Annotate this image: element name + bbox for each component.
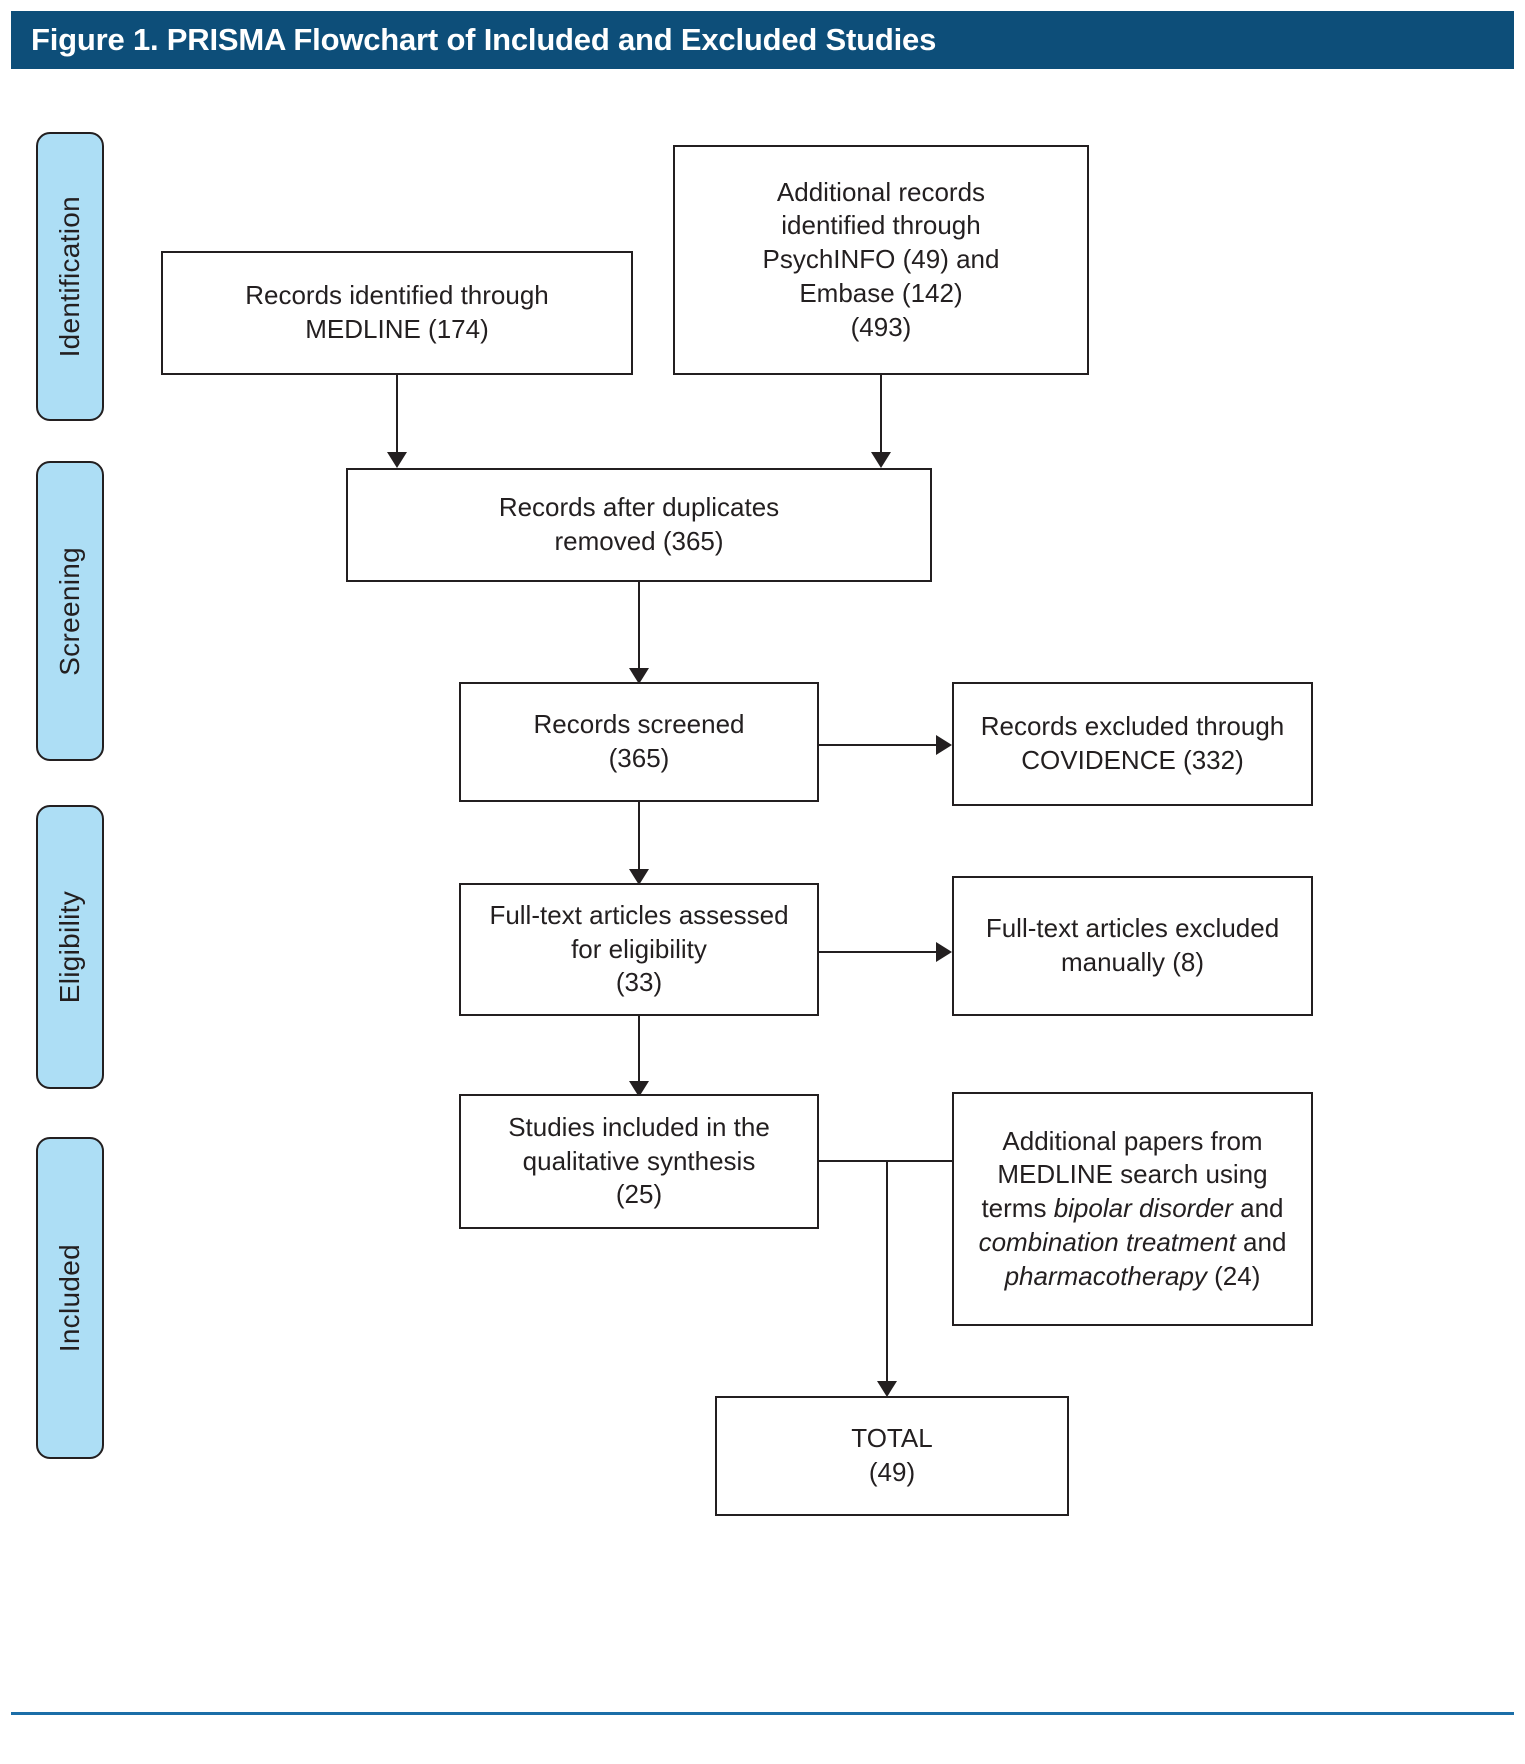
node-additional-records-text: Additional records identified through Ps… [753,176,1010,345]
total-line2: (49) [868,1457,916,1487]
node-fulltext-assessed-text: Full-text articles assessed for eligibil… [479,899,798,1000]
arrowhead-medline-to-duplicates [387,452,407,468]
additional-papers-line1: Additional papers from [1002,1125,1263,1156]
additional-records-line4: Embase (142) [799,277,963,308]
node-records-medline-text: Records identified through MEDLINE (174) [235,279,559,347]
stage-box-screening: Screening [36,461,104,761]
stage-label-identification: Identification [54,195,85,358]
node-records-medline: Records identified through MEDLINE (174) [161,251,633,375]
stage-box-identification: Identification [36,132,104,421]
studies-included-line3: (25) [615,1179,663,1210]
connector-additional-to-duplicates [880,375,882,458]
node-records-excluded: Records excluded through COVIDENCE (332) [952,682,1313,806]
node-total-text: TOTAL (49) [841,1422,942,1490]
total-line1: TOTAL [851,1423,933,1454]
footer-divider [11,1712,1514,1715]
node-studies-included-text: Studies included in the qualitative synt… [498,1111,780,1212]
additional-papers-line3-prefix: terms [981,1193,1054,1224]
additional-papers-line5-suffix: (24) [1206,1260,1261,1291]
node-additional-papers-text: Additional papers from MEDLINE search us… [969,1125,1297,1294]
fulltext-assessed-line3: (33) [615,967,663,998]
node-total: TOTAL (49) [715,1396,1069,1516]
stage-label-eligibility: Eligibility [54,890,85,1004]
stage-box-included: Included [36,1137,104,1459]
node-records-excluded-text: Records excluded through COVIDENCE (332) [971,710,1295,778]
connector-duplicates-to-screened [638,582,640,674]
connector-medline-to-duplicates [396,375,398,458]
stage-label-included: Included [54,1243,85,1353]
arrowhead-fulltext-to-excluded [936,942,952,962]
arrowhead-screened-to-fulltext [629,869,649,885]
studies-included-line2: qualitative synthesis [522,1145,756,1176]
additional-papers-line2: MEDLINE search using [997,1159,1268,1190]
medline-line1: Records identified through [245,280,549,311]
fulltext-assessed-line1: Full-text articles assessed [489,899,789,930]
records-screened-line1: Records screened [533,709,745,740]
arrowhead-fulltext-to-included [629,1081,649,1097]
connector-screened-to-excluded [819,744,937,746]
node-fulltext-excluded: Full-text articles excluded manually (8) [952,876,1313,1016]
connector-fulltext-to-excluded [819,951,937,953]
node-additional-records: Additional records identified through Ps… [673,145,1089,375]
additional-records-line2: identified through [781,210,981,241]
medline-line2: MEDLINE (174) [305,314,489,344]
node-fulltext-assessed: Full-text articles assessed for eligibil… [459,883,819,1016]
additional-papers-term-bipolar: bipolar disorder [1053,1193,1233,1224]
fulltext-excluded-line2: manually (8) [1060,947,1205,977]
page-title: Figure 1. PRISMA Flowchart of Included a… [31,22,937,57]
arrowhead-screened-to-excluded [936,735,952,755]
node-fulltext-excluded-text: Full-text articles excluded manually (8) [976,912,1289,980]
after-duplicates-line2: removed (365) [554,526,724,556]
studies-included-line1: Studies included in the [508,1111,770,1142]
arrowhead-join-to-total [877,1381,897,1397]
stage-box-eligibility: Eligibility [36,805,104,1089]
additional-papers-line3-suffix: and [1232,1193,1284,1224]
after-duplicates-line1: Records after duplicates [498,492,780,523]
additional-records-line3: PsychINFO (49) and [762,244,1000,275]
records-excluded-line1: Records excluded through [980,711,1285,742]
records-excluded-line2: COVIDENCE (332) [1021,745,1244,775]
fulltext-assessed-line2: for eligibility [571,933,707,964]
node-records-screened: Records screened (365) [459,682,819,802]
node-additional-papers: Additional papers from MEDLINE search us… [952,1092,1313,1326]
node-records-after-duplicates: Records after duplicates removed (365) [346,468,932,582]
records-screened-line2: (365) [608,743,670,773]
node-records-after-duplicates-text: Records after duplicates removed (365) [489,491,789,559]
additional-papers-term-combination: combination treatment [978,1226,1236,1257]
additional-records-line1: Additional records [776,176,986,207]
connector-fulltext-to-included [638,1016,640,1088]
arrowhead-duplicates-to-screened [629,668,649,684]
additional-papers-line4-suffix: and [1235,1226,1287,1257]
additional-records-line5: (493) [850,311,912,342]
fulltext-excluded-line1: Full-text articles excluded [985,913,1280,944]
node-records-screened-text: Records screened (365) [524,708,755,776]
connector-screened-to-fulltext [638,802,640,875]
node-studies-included: Studies included in the qualitative synt… [459,1094,819,1229]
connector-join-to-total [886,1160,888,1388]
arrowhead-additional-to-duplicates [871,452,891,468]
stage-label-screening: Screening [54,546,85,676]
figure-header-bar: Figure 1. PRISMA Flowchart of Included a… [11,11,1514,69]
additional-papers-term-pharmacotherapy: pharmacotherapy [1004,1260,1207,1291]
